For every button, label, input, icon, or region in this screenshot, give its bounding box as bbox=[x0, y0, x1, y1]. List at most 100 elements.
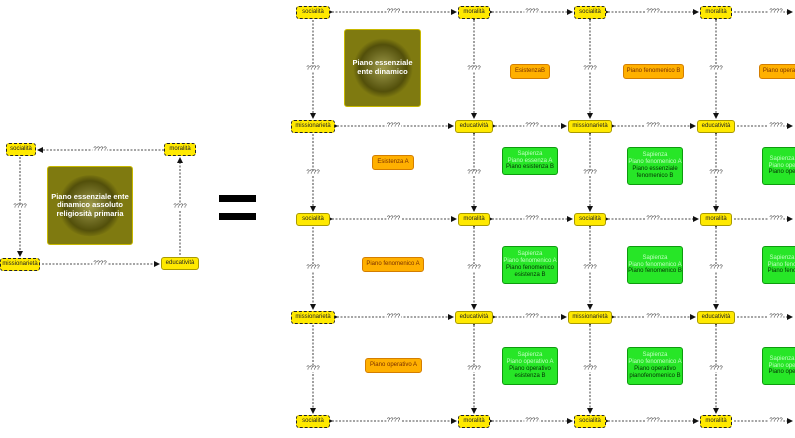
grid-node-0-2: socialità bbox=[574, 5, 606, 19]
equals-sign bbox=[219, 193, 256, 223]
edge-label: ???? bbox=[12, 204, 28, 210]
edge-label: ???? bbox=[385, 123, 402, 129]
green-line: Piano feno bbox=[767, 261, 795, 268]
grid-node-1-3: educatività bbox=[697, 119, 735, 133]
green-sub: Piano fenomenico esistenza B bbox=[505, 265, 555, 278]
edge-label: ???? bbox=[466, 169, 482, 176]
grid-node-4-2: socialità bbox=[574, 414, 606, 428]
green-sub: Piano ope bbox=[768, 169, 795, 176]
grid-node-4-3: moralità bbox=[700, 414, 732, 428]
edge-label: ???? bbox=[305, 265, 321, 271]
grid-node-2-0: socialità bbox=[296, 212, 330, 226]
green-line: Piano fenomenico A bbox=[628, 359, 682, 366]
green-sub: Piano operativo pianofenomenico B bbox=[629, 366, 681, 379]
grid-node-0-0: socialità bbox=[296, 5, 330, 19]
green-title: Sapienza bbox=[642, 352, 668, 359]
green-line: Piano fenomenico A bbox=[503, 258, 557, 265]
edge-label: ???? bbox=[708, 366, 724, 372]
edge-label: ???? bbox=[305, 366, 321, 372]
orange-top-1: Piano fenomenico B bbox=[623, 64, 684, 79]
node-socialita: socialità bbox=[6, 143, 36, 156]
edge-label: ???? bbox=[645, 9, 661, 15]
grid-node-2-2: socialità bbox=[574, 212, 606, 226]
edge-label: ???? bbox=[645, 314, 661, 320]
edge-label: ???? bbox=[524, 418, 540, 424]
orange-left-2: Piano operativo A bbox=[365, 358, 422, 373]
green-line: Piano ope bbox=[768, 362, 795, 369]
green-title: Sapienza bbox=[769, 155, 795, 162]
grid-node-0-3: moralità bbox=[700, 5, 732, 19]
green-line: Piano essenza A bbox=[507, 157, 553, 164]
center-box-left: Piano essenziale ente dinamico assoluto … bbox=[47, 166, 133, 245]
edge-label: ???? bbox=[768, 9, 784, 15]
edge-label: ???? bbox=[466, 66, 482, 72]
edge-label: ???? bbox=[768, 123, 784, 129]
green-sub: Piano esistenza B bbox=[505, 164, 555, 171]
orange-left-0: Esistenza A bbox=[372, 155, 414, 170]
edge-label: ???? bbox=[385, 418, 402, 424]
edge-label: ???? bbox=[708, 66, 724, 72]
edge-label: ???? bbox=[582, 265, 598, 271]
edge-label: ???? bbox=[708, 265, 724, 271]
edge-label: ???? bbox=[645, 123, 661, 129]
grid-node-1-1: educatività bbox=[455, 119, 493, 133]
edge-label: ???? bbox=[582, 366, 598, 372]
node-moralita: moralità bbox=[164, 143, 196, 156]
grid-node-2-1: moralità bbox=[458, 212, 490, 226]
edge-label: ???? bbox=[645, 418, 661, 424]
green-line: Piano fenomenico A bbox=[628, 261, 682, 268]
green-title: Sapienza bbox=[769, 254, 795, 261]
green-title: Sapienza bbox=[642, 254, 668, 261]
green-sub: Piano essenziale fenomenico B bbox=[632, 166, 678, 179]
orange-top-0: EsistenzaB bbox=[510, 64, 550, 79]
orange-left-1: Piano fenomenico A bbox=[362, 257, 424, 272]
green-line: Piano ope bbox=[768, 162, 795, 169]
orange-top-2: Piano opera bbox=[759, 64, 795, 79]
edge-label: ???? bbox=[768, 418, 784, 424]
edge-label: ???? bbox=[768, 314, 784, 320]
edge-label: ???? bbox=[92, 261, 108, 267]
grid-node-4-1: moralità bbox=[458, 414, 490, 428]
edge-label: ???? bbox=[466, 265, 482, 271]
grid-node-3-0: missionarietà bbox=[291, 310, 335, 324]
edge-label: ???? bbox=[645, 216, 661, 222]
grid-node-0-1: moralità bbox=[458, 5, 490, 19]
edge-label: ???? bbox=[582, 66, 598, 72]
edge-label: ???? bbox=[524, 314, 540, 320]
edge-label: ???? bbox=[385, 314, 402, 320]
edge-label: ???? bbox=[305, 169, 321, 176]
grid-node-1-0: missionarietà bbox=[291, 119, 335, 133]
edge-label: ???? bbox=[768, 216, 784, 222]
edge-label: ???? bbox=[524, 123, 540, 129]
edge-label: ???? bbox=[385, 9, 402, 15]
green-line: Piano operativo A bbox=[506, 359, 554, 366]
edge-label: ???? bbox=[524, 216, 540, 222]
edge-label: ???? bbox=[466, 366, 482, 372]
green-sub: Piano ope bbox=[768, 369, 795, 376]
grid-node-3-2: missionarietà bbox=[568, 310, 612, 324]
green-sub: Piano fenomenico B bbox=[628, 268, 682, 275]
grid-node-3-3: educatività bbox=[697, 310, 735, 324]
node-educativita: educatività bbox=[161, 257, 199, 270]
edge-label: ???? bbox=[708, 169, 724, 176]
grid-node-3-1: educatività bbox=[455, 310, 493, 324]
edge-label: ???? bbox=[582, 169, 598, 176]
green-title: Sapienza bbox=[517, 150, 543, 157]
green-title: Sapienza bbox=[517, 352, 543, 359]
green-sub: Piano feno bbox=[767, 268, 795, 275]
grid-node-2-3: moralità bbox=[700, 212, 732, 226]
green-sub: Piano operativo esistenza B bbox=[509, 366, 551, 379]
edge-label: ???? bbox=[172, 204, 188, 210]
edge-label: ???? bbox=[92, 147, 108, 153]
grid-node-1-2: missionarietà bbox=[568, 119, 612, 133]
green-title: Sapienza bbox=[769, 355, 795, 362]
green-title: Sapienza bbox=[517, 251, 543, 258]
